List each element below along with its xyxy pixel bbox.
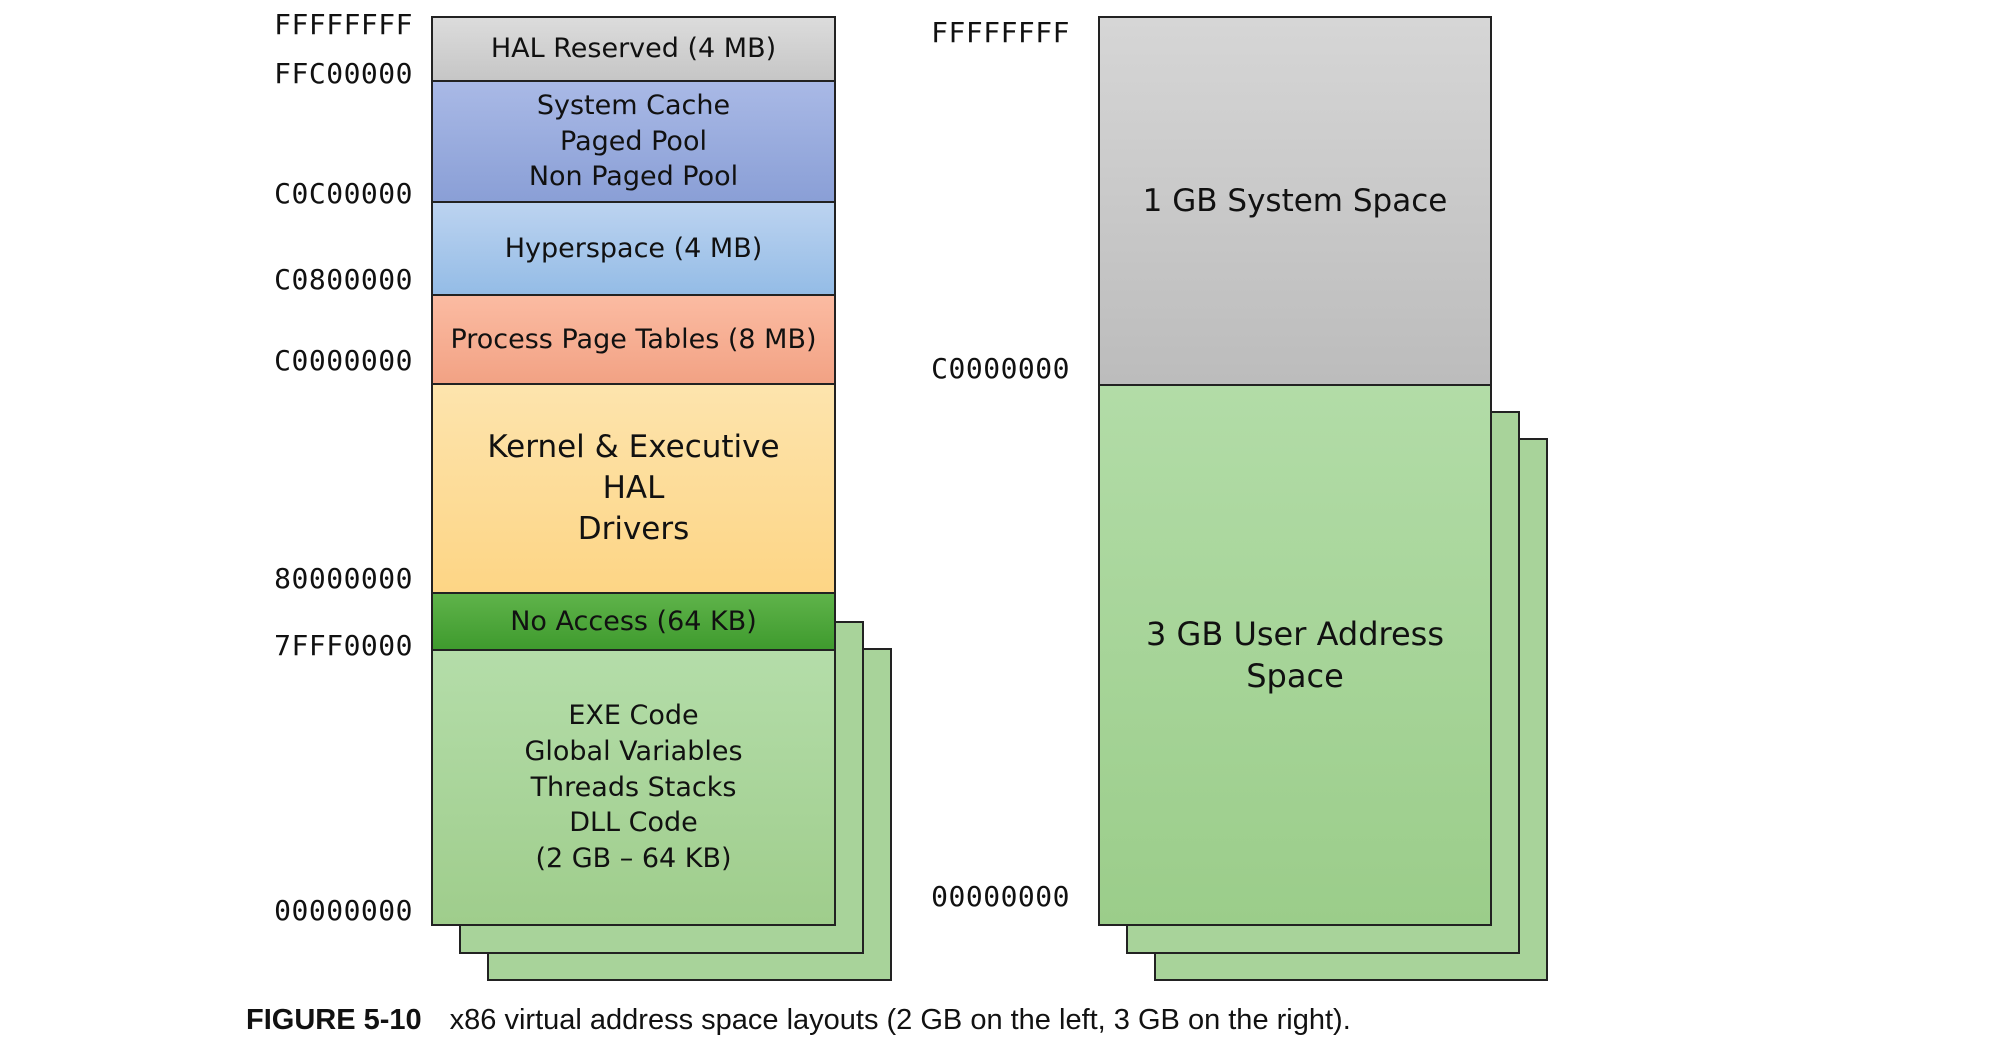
region-label: Space [1246,657,1344,695]
figure-caption: FIGURE 5-10 x86 virtual address space lay… [246,1004,1351,1037]
region-label: Drivers [577,510,690,547]
region-label: 1 GB System Space [1142,182,1448,219]
address-label: 00000000 [931,880,1070,913]
no-access-region: No Access (64 KB) [431,592,836,651]
system-space-region: 1 GB System Space [1098,16,1492,386]
system-cache-region: System Cache Paged Pool Non Paged Pool [431,80,836,203]
region-label: System Cache [536,90,731,122]
address-label: C0800000 [274,263,413,296]
kernel-executive-region: Kernel & Executive HAL Drivers [431,383,836,594]
hal-reserved-region: HAL Reserved (4 MB) [431,16,836,82]
address-label: 7FFF0000 [274,629,413,662]
address-label: 00000000 [274,894,413,927]
address-label: C0000000 [931,352,1070,385]
region-label: Paged Pool [560,125,707,157]
hyperspace-region: Hyperspace (4 MB) [431,201,836,296]
figure-label: FIGURE 5-10 [246,1004,422,1036]
address-label: 80000000 [274,562,413,595]
left-user-space-region: EXE Code Global Variables Threads Stacks… [431,649,836,926]
address-label: FFFFFFFF [274,8,413,41]
right-user-space-region: 3 GB User Address Space [1098,384,1492,926]
region-label: HAL Reserved (4 MB) [490,33,777,65]
region-label: Process Page Tables (8 MB) [450,323,817,355]
region-label: Threads Stacks [530,771,737,803]
address-label: C0000000 [274,344,413,377]
region-label: HAL [602,470,665,507]
address-label: FFFFFFFF [931,16,1070,49]
region-label: No Access (64 KB) [510,605,757,637]
region-label: 3 GB User Address [1146,614,1444,653]
process-page-tables-region: Process Page Tables (8 MB) [431,294,836,385]
address-label: C0C00000 [274,177,413,210]
region-label: DLL Code [569,807,698,839]
region-label: (2 GB – 64 KB) [535,842,732,874]
caption-text: x86 virtual address space layouts (2 GB … [449,1004,1351,1036]
region-label: EXE Code [568,700,699,732]
address-label: FFC00000 [274,57,413,90]
region-label: Global Variables [524,736,743,768]
region-label: Non Paged Pool [528,161,739,193]
region-label: Kernel & Executive [487,429,780,466]
region-label: Hyperspace (4 MB) [504,232,763,264]
